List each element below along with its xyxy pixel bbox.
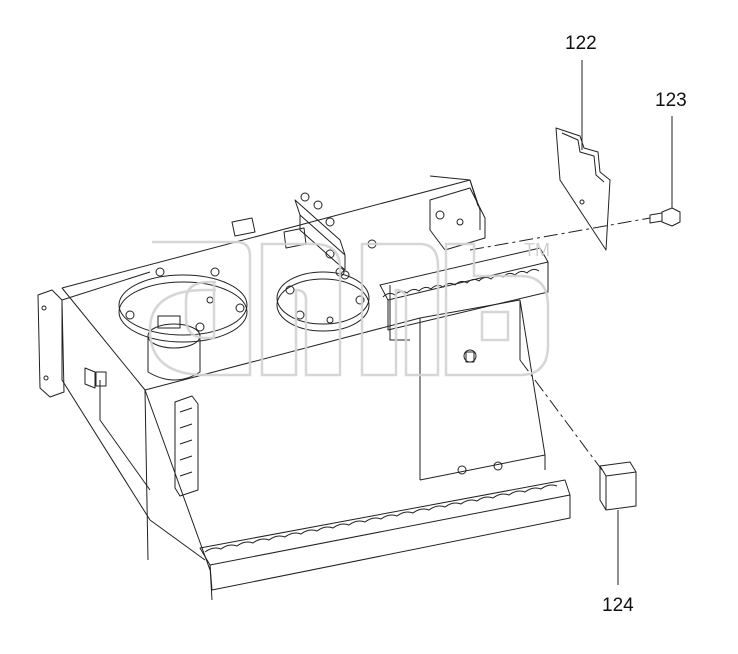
filter-cap-right [276, 267, 370, 332]
callout-123: 123 [655, 90, 687, 111]
cover-plate-part-122 [555, 127, 611, 251]
trademark-mark: TM [524, 240, 550, 260]
callout-124: 124 [602, 595, 634, 616]
lower-step-tread [199, 299, 571, 601]
left-mounting-bracket [37, 271, 151, 398]
callout-122: 122 [565, 33, 597, 54]
watermark-logo [148, 240, 550, 377]
hydraulic-tank-body [61, 175, 521, 571]
upper-step-tread [379, 247, 549, 363]
block-part-124 [599, 461, 637, 511]
top-manifold [231, 192, 377, 280]
bolt-part-123 [649, 207, 681, 227]
rear-block [429, 187, 486, 251]
leader-lines [581, 60, 673, 585]
filter-cap-left [118, 267, 248, 381]
side-vertical-bracket [174, 395, 199, 497]
explosion-lines [469, 217, 651, 471]
